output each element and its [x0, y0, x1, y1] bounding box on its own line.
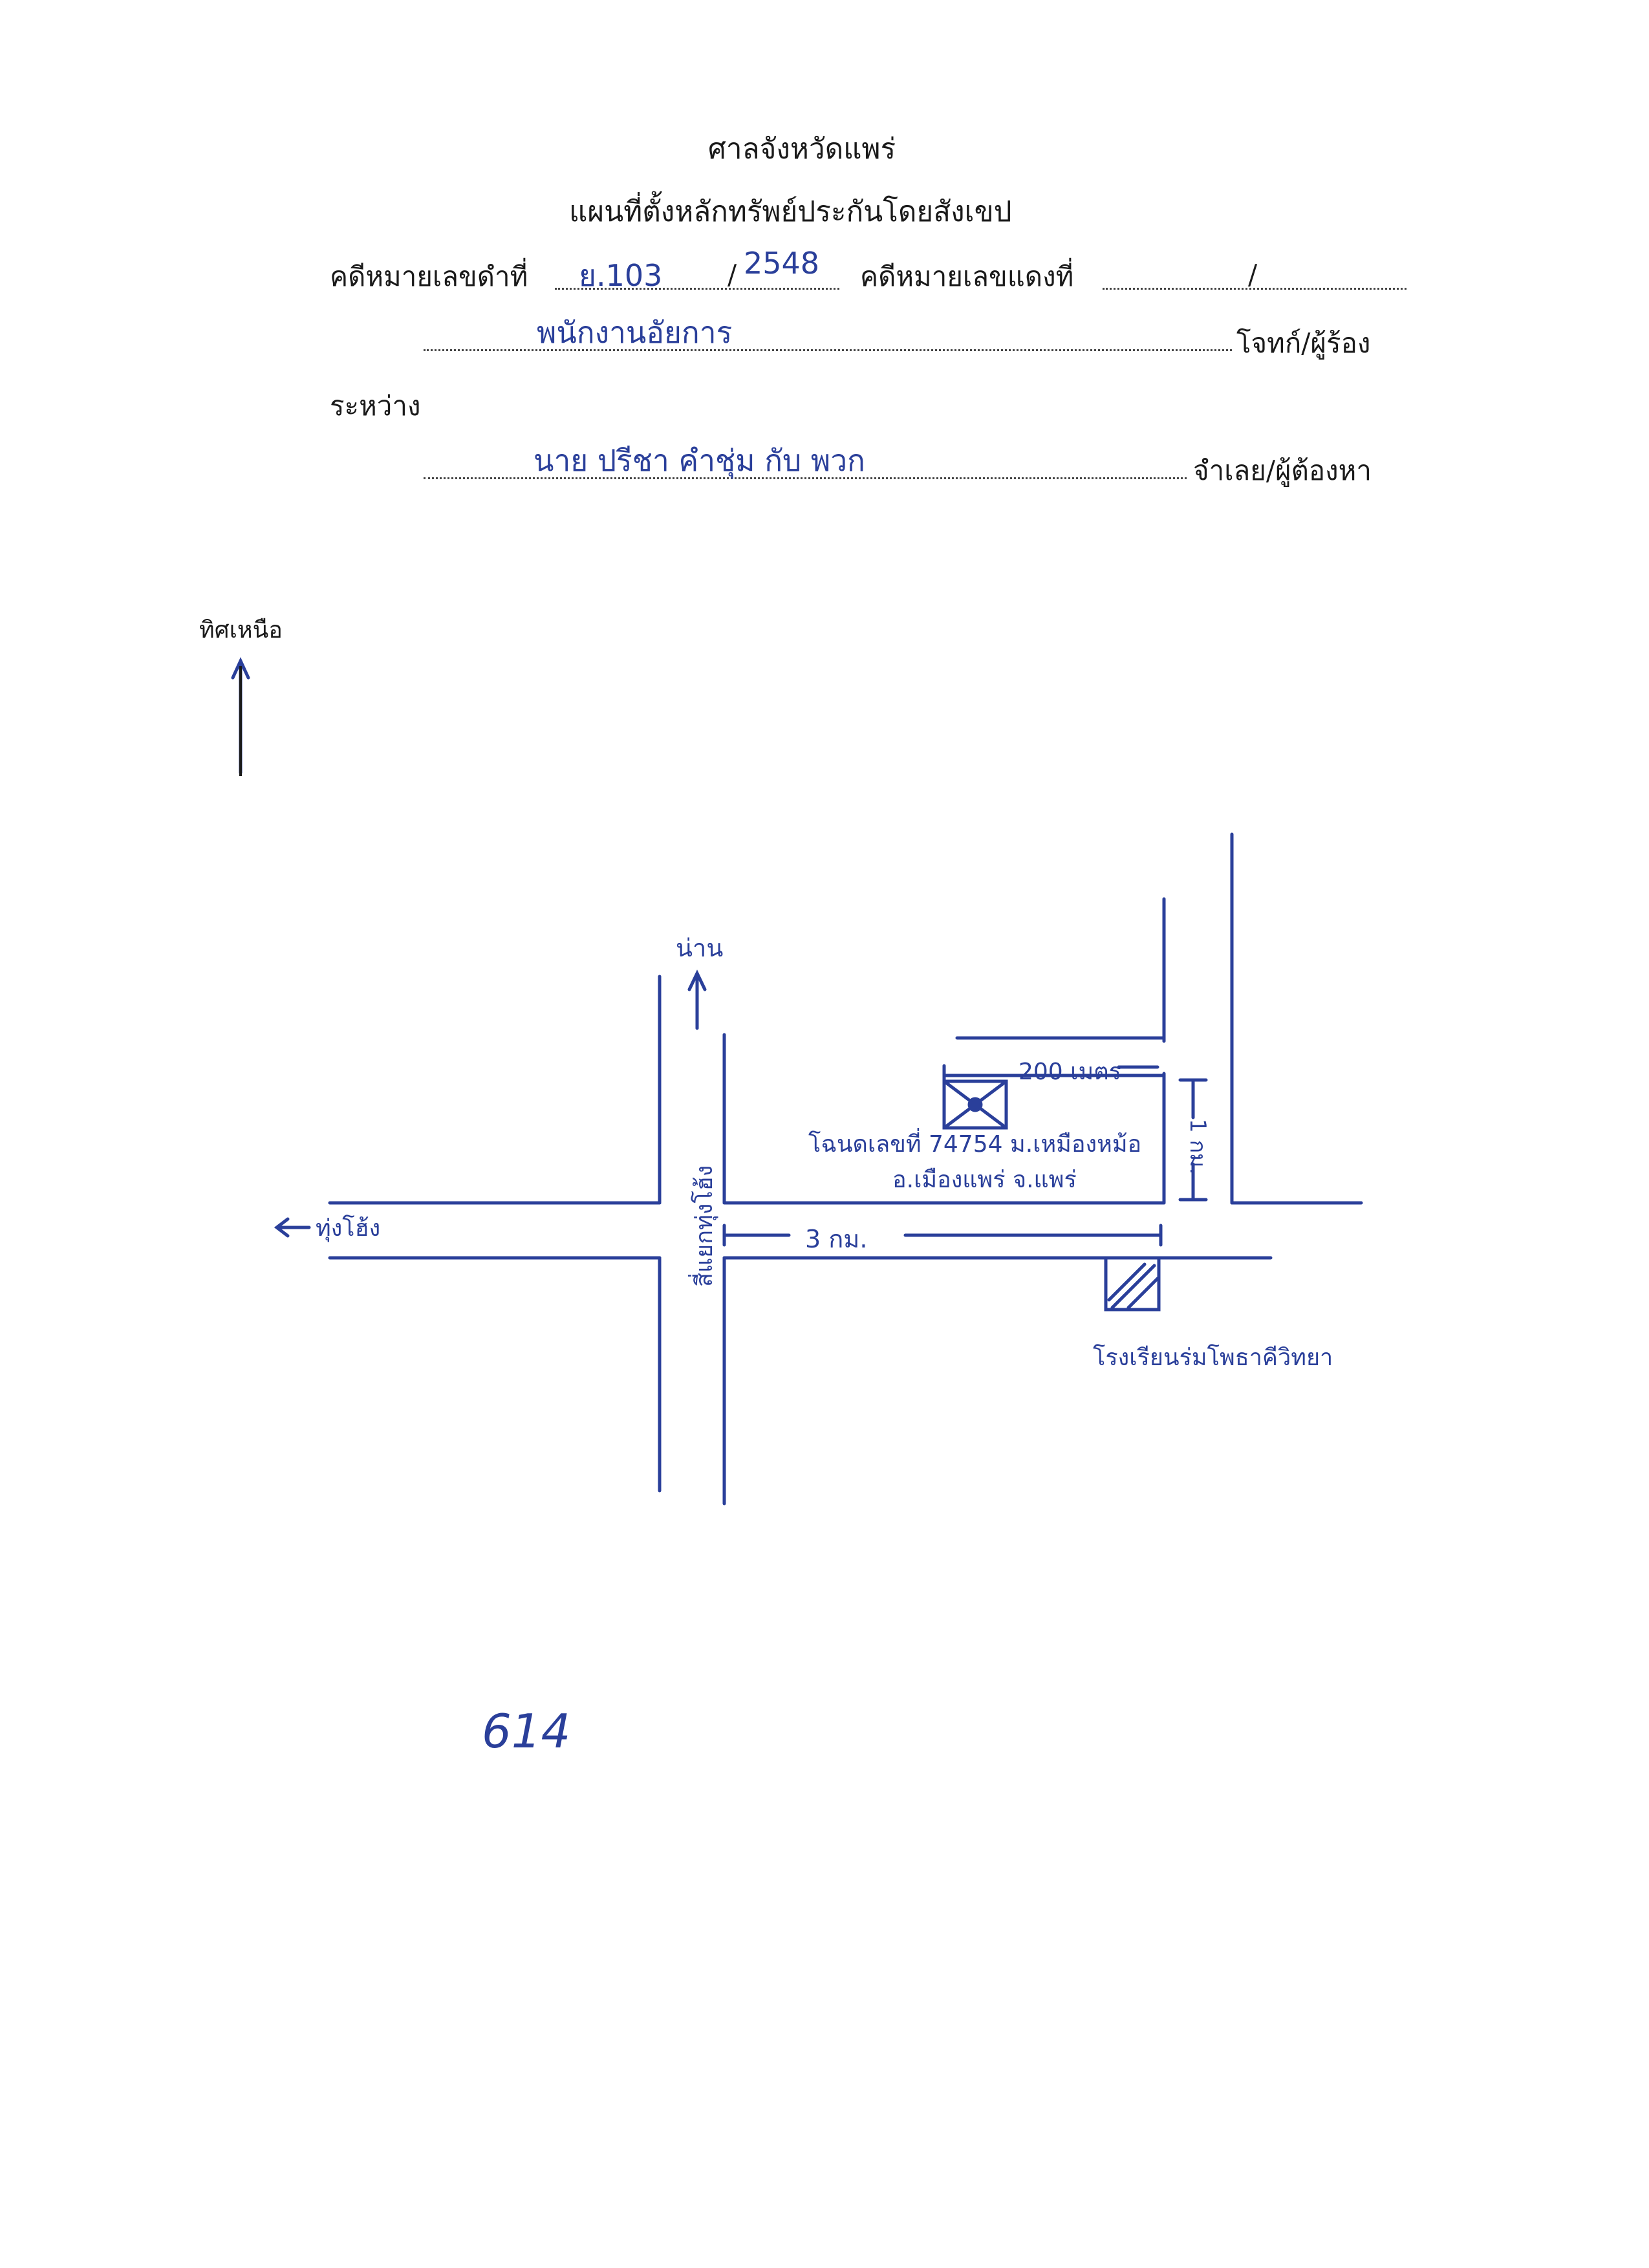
school-hatch-2	[1110, 1264, 1156, 1310]
to-thung-hong-label: ทุ่งโฮ้ง	[316, 1215, 381, 1242]
north-arrow-head	[231, 657, 250, 680]
plaintiff-dotline	[424, 349, 1232, 351]
distance-road-label: 3 กม.	[805, 1225, 868, 1253]
defendant-label: จำเลย/ผู้ต้องหา	[1193, 455, 1372, 486]
form-subtitle: แผนที่ตั้งหลักทรัพย์ประกันโดยสังเขป	[569, 195, 1012, 228]
distance-depth-label: 1 กม.	[1185, 1119, 1211, 1175]
land-parcel-symbol	[942, 1079, 1008, 1130]
red-case-slash: /	[1248, 259, 1258, 290]
to-nan-label: น่าน	[676, 934, 724, 962]
red-case-dotline	[1103, 288, 1406, 290]
junction-label: สี่แยกทุ่งโฮ้ง	[691, 1165, 718, 1287]
red-case-label: คดีหมายเลขแดงที่	[860, 261, 1074, 292]
defendant-dotline	[424, 477, 1187, 479]
title-deed-line1: โฉนดเลขที่ 74754 ม.เหมืองหม้อ	[808, 1131, 1142, 1158]
black-case-label: คดีหมายเลขดำที่	[330, 261, 528, 292]
school-hatch-3	[1126, 1277, 1159, 1310]
defendant-value: นาย ปรีชา คำชุ่ม กับ พวก	[534, 443, 865, 478]
black-case-dotline	[555, 288, 839, 290]
title-deed-line2: อ.เมืองแพร่ จ.แพร่	[892, 1167, 1077, 1193]
between-label: ระหว่าง	[330, 390, 421, 422]
plaintiff-label: โจทก์/ผู้ร้อง	[1236, 327, 1371, 359]
distance-width-label: 200 เมตร	[1018, 1059, 1121, 1085]
parcel-center-dot	[967, 1097, 983, 1112]
court-title: ศาลจังหวัดแพร่	[708, 133, 896, 166]
school-label: โรงเรียนร่มโพธาคีวิทยา	[1093, 1345, 1333, 1371]
school-symbol	[1104, 1256, 1161, 1312]
black-case-slash: /	[727, 259, 737, 290]
nan-arrow-head	[687, 969, 707, 991]
plaintiff-value: พนักงานอัยการ	[537, 315, 733, 350]
north-label: ทิศเหนือ	[199, 617, 283, 643]
black-case-year: 2548	[744, 246, 820, 281]
school-hatch-1	[1107, 1262, 1147, 1302]
page-number: 614	[482, 1704, 571, 1758]
black-case-number: ย.103	[579, 258, 663, 293]
